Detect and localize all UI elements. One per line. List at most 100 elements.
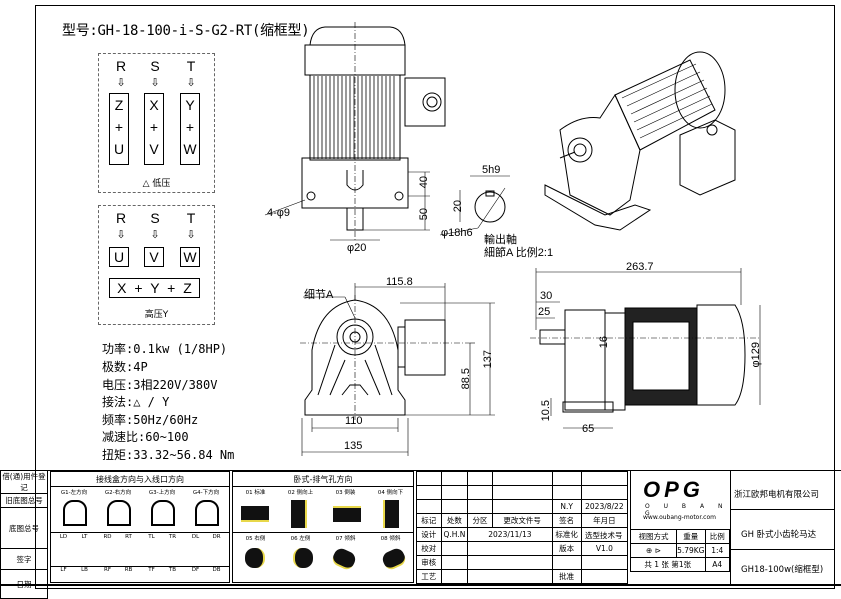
check-label: 校对 [416,541,442,556]
plus-sign: + [185,119,195,135]
register-label: 底图总号 [0,507,48,549]
code-lb[interactable]: LB [81,567,88,573]
code-dr[interactable]: DR [212,534,221,540]
vent-option-04[interactable]: 04 侧向下 [377,490,404,496]
tech-no-label: 选型技术号 [585,531,623,540]
dim-40: 40 [418,176,430,189]
rev-header: 处数 [440,513,469,528]
register-label: 签字 [0,548,48,570]
dim-129: φ129 [750,342,762,368]
winding-letter: Y [185,97,195,113]
motor-icon [195,500,219,526]
company-name: 浙江欧邦电机有限公司 [734,490,820,500]
detail-a-label-2: 細節A 比例2:1 [484,247,554,259]
review-label: 审核 [416,555,442,570]
dim-115-8: 115.8 [386,276,413,288]
code-db[interactable]: DB [212,567,221,573]
low-voltage-label: △ 低压 [142,179,171,189]
company-website[interactable]: www.oubang-motor.com [643,514,716,521]
vent-icon [241,506,269,522]
low-voltage-wiring-diagram: R S T ⇩ ⇩ ⇩ Z + U X + V Y + W △ 低压 [98,53,215,193]
dim-shaft-dia: φ20 [347,242,367,254]
terminal-s: S [150,58,160,74]
star-bridge-box: X + Y + Z [109,278,200,298]
spec-torque: 扭矩:33.32~56.84 Nm [102,448,235,462]
winding-box-v: V [144,247,164,267]
dim-key-width: 5h9 [482,164,501,176]
terminal-s: S [150,210,160,226]
dim-50: 50 [418,208,430,221]
rev-header: 更改文件号 [491,513,553,528]
code-ld[interactable]: LD [59,534,68,540]
detail-a-callout: 细节A [304,289,334,301]
dim-65: 65 [582,423,595,435]
weight-label: 重量 [676,529,706,544]
junction-option-g1[interactable]: G1-左方向 [60,490,88,496]
code-dl[interactable]: DL [191,534,200,540]
code-tf[interactable]: TF [148,567,155,573]
junction-option-g3[interactable]: G3-上方向 [148,490,176,496]
code-tb[interactable]: TB [168,567,177,573]
vent-option-01[interactable]: 01 标准 [245,490,266,496]
motor-icon [107,500,131,526]
down-arrow-icon: ⇩ [150,76,160,89]
logo-subtext: O U B A N G [645,503,729,517]
code-tr[interactable]: TR [168,534,177,540]
drawing-frame [35,5,835,589]
vent-option-08[interactable]: 08 倾斜 [380,536,401,542]
code-df[interactable]: DF [191,567,200,573]
register-label: 日期 [0,569,48,599]
spec-connection: 接法:△ / Y [102,395,170,409]
code-rt[interactable]: RT [125,534,132,540]
vent-option-02[interactable]: 02 侧向上 [287,490,314,496]
down-arrow-icon: ⇩ [186,228,196,241]
vent-option-05[interactable]: 05 右侧 [245,536,266,542]
motor-icon [151,500,175,526]
paper-size: A4 [704,557,730,572]
dim-10-5: 10.5 [540,400,552,422]
weight-value: 5.79KG [676,543,706,558]
winding-letter: U [113,141,125,157]
down-arrow-icon: ⇩ [116,228,126,241]
isometric-motor-view [544,51,736,231]
rev-header: 签名 [551,513,582,528]
code-lf[interactable]: LF [60,567,67,573]
plus-sign: + [149,119,159,135]
detail-a-label-1: 輸出軸 [484,234,517,246]
junction-box-direction-panel: 接线盒方向与入线口方向 G1-左方向 G2-右方向 G3-上方向 G4-下方向 … [50,471,230,583]
signer: N.Y [551,499,582,514]
winding-letter: V [149,141,159,157]
company-logo: OPG [643,477,704,502]
company-info-block: 浙江欧邦电机有限公司 GH 卧式小齿轮马达 GH18-100w(缩框型) [730,471,835,584]
junction-option-g2[interactable]: G2-右方向 [104,490,132,496]
code-lt[interactable]: LT [81,534,88,540]
high-voltage-wiring-diagram: R S T ⇩ ⇩ ⇩ U V W X + Y + Z 高压Y [98,205,215,325]
detail-a-shaft-section [439,175,510,236]
winding-box-u: U [109,247,129,267]
designer: Q.H.N [440,527,469,542]
vent-option-03[interactable]: 03 倒装 [335,490,356,496]
high-voltage-label: 高压Y [144,310,169,320]
winding-letter: Z [114,97,124,113]
vent-icon [245,548,265,568]
code-rf[interactable]: RF [104,567,111,573]
vent-option-07[interactable]: 07 倾斜 [335,536,356,542]
code-rd[interactable]: RD [103,534,112,540]
vent-icon [293,548,313,568]
dim-88-5: 88.5 [460,368,472,390]
winding-box-3: Y + W [180,93,200,165]
vent-option-06[interactable]: 06 左侧 [290,536,311,542]
junction-option-g4[interactable]: G4-下方向 [192,490,220,496]
vent-header: 卧式-排气孔方向 [293,475,353,484]
view-weight-scale-table: 视图方式 重量 比例 ⊕ ⊳ 5.79KG 1:4 共 1 张 第1张 A4 [629,529,730,572]
vent-icon [330,546,358,572]
junction-box-header: 接线盒方向与入线口方向 [96,475,184,484]
terminal-t: T [186,210,196,226]
terminal-r: R [115,210,127,226]
code-tl[interactable]: TL [148,534,155,540]
spec-frequency: 频率:50Hz/60Hz [102,413,199,427]
winding-box-2: X + V [144,93,164,165]
spec-voltage: 电压:3相220V/380V [102,378,218,392]
code-rb[interactable]: RB [124,567,133,573]
vent-direction-panel: 卧式-排气孔方向 01 标准 02 侧向上 03 倒装 04 侧向下 05 右侧… [232,471,414,583]
